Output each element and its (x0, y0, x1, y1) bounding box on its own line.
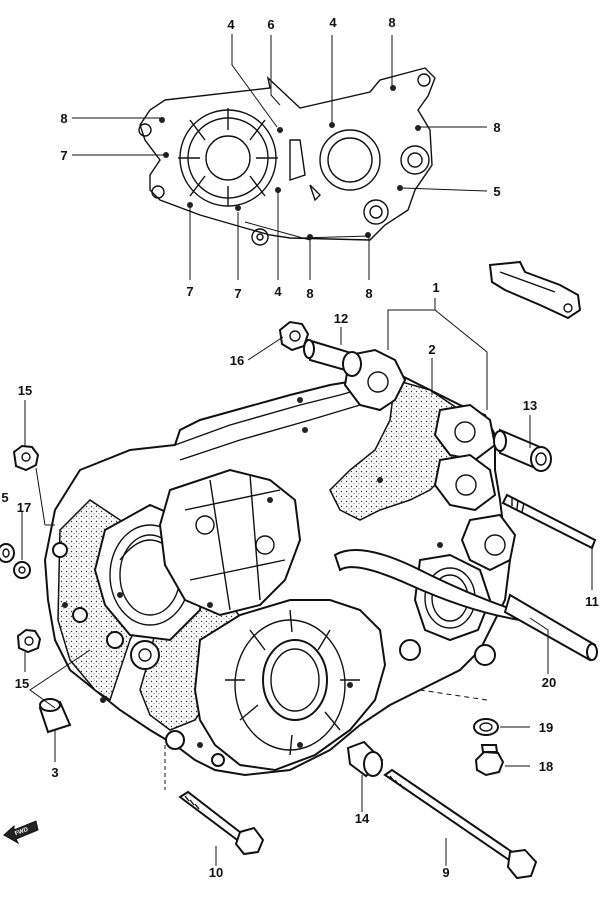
callout-13: 13 (523, 398, 537, 413)
part-15-cap-upper (12, 444, 40, 472)
callout-8-right: 8 (493, 120, 500, 135)
front-arrow-label: FWD (14, 827, 30, 838)
breather-hose (333, 549, 598, 662)
callout-5-right: 5 (493, 184, 500, 199)
callout-2: 2 (428, 342, 435, 357)
part-5-washer-left (0, 543, 15, 563)
crankcase-gasket (138, 67, 436, 246)
callout-5-left: 5 (1, 490, 8, 505)
callout-14: 14 (355, 811, 370, 826)
part-12-dowel (303, 338, 362, 377)
callout-9: 9 (442, 865, 449, 880)
callout-8-left: 8 (60, 111, 67, 126)
cable-bracket (488, 260, 582, 320)
callout-7-bottom-b: 7 (234, 286, 241, 301)
part-17-washer (13, 561, 31, 579)
callout-16: 16 (230, 353, 244, 368)
part-10-bolt (178, 790, 265, 856)
part-18-drain-plug (474, 744, 505, 777)
callout-8-bottom-b: 8 (365, 286, 372, 301)
callout-labels: 4 6 4 8 8 8 7 5 7 7 4 8 8 1 12 16 2 13 1… (1, 15, 598, 880)
part-13-dowel (493, 428, 552, 472)
part-16-nut (278, 320, 310, 352)
callout-10: 10 (209, 865, 223, 880)
callout-11: 11 (585, 594, 599, 609)
part-11-stud (501, 493, 597, 550)
callout-4-bottom: 4 (274, 284, 282, 299)
callout-3: 3 (51, 765, 58, 780)
callout-8-bottom-a: 8 (306, 286, 313, 301)
callout-6: 6 (267, 17, 274, 32)
part-19-gasket-washer (473, 718, 499, 736)
callout-4-top-right: 4 (329, 15, 337, 30)
front-arrow-icon (3, 820, 39, 845)
part-3-bushing (38, 698, 72, 734)
part-15-cap-lower (16, 628, 42, 654)
callout-8-top: 8 (388, 15, 395, 30)
crankcase-assembly (43, 348, 517, 777)
part-9-bolt (383, 768, 538, 880)
part-14-bushing (346, 740, 384, 778)
callout-7-left: 7 (60, 148, 67, 163)
callout-7-bottom-a: 7 (186, 284, 193, 299)
callout-17: 17 (17, 500, 31, 515)
callout-18: 18 (539, 759, 553, 774)
callout-20: 20 (542, 675, 556, 690)
callout-15-lower: 15 (15, 676, 29, 691)
callout-12: 12 (334, 311, 348, 326)
callout-19: 19 (539, 720, 553, 735)
callout-4-top-left: 4 (227, 17, 235, 32)
callout-15-upper: 15 (18, 383, 32, 398)
leader-lines (21, 34, 593, 866)
callout-1: 1 (432, 280, 439, 295)
